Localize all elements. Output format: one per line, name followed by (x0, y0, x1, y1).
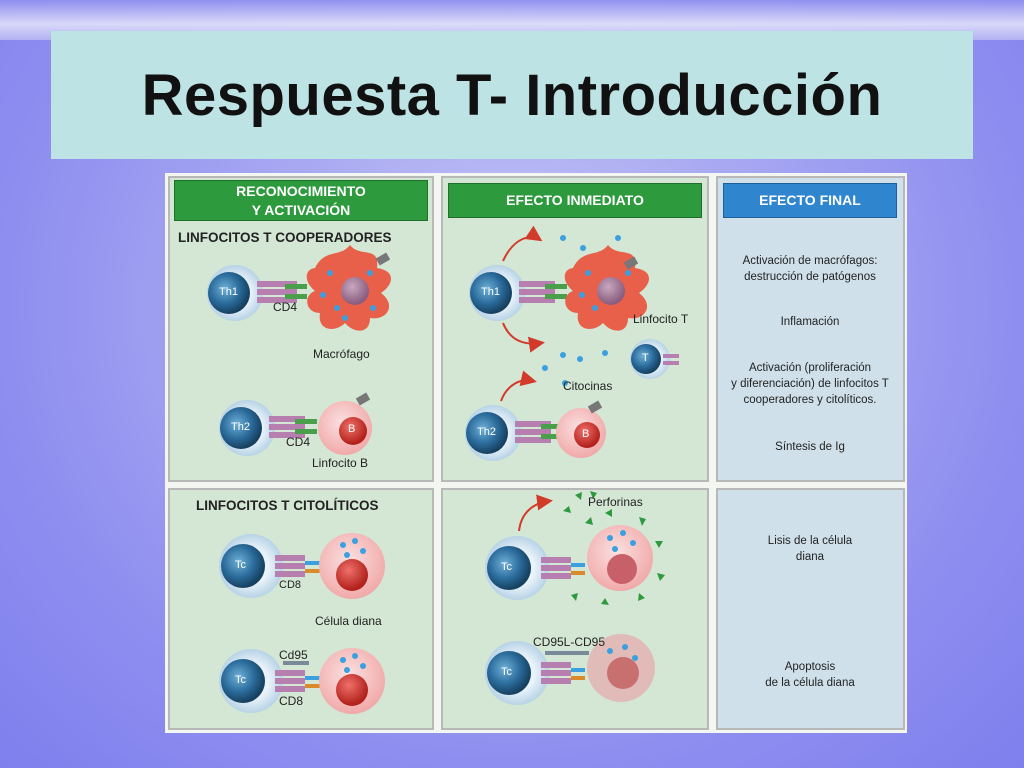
th1-immediate-cell-label: Th1 (481, 286, 500, 298)
section-helper-label: LINFOCITOS T COOPERADORES (178, 230, 392, 245)
tc-perforin-group (485, 491, 665, 605)
th2-immediate-group (465, 370, 606, 461)
effect-macrophage-activation: Activación de macrófagos: destrucción de… (715, 253, 905, 285)
tc-cell-label-1: Tc (235, 559, 246, 571)
cd4-label-1: CD4 (273, 300, 298, 314)
effect-6-line-1: Apoptosis (784, 661, 836, 673)
th2-cell-label: Th2 (231, 421, 250, 433)
b-cell-label: B (348, 423, 356, 435)
t-response-figure: RECONOCIMIENTO Y ACTIVACIÓN EFECTO INMED… (165, 173, 907, 733)
header-recognition-line1: RECONOCIMIENTO (236, 182, 366, 199)
tc-cell-label-2: Tc (235, 674, 246, 686)
effect-3-line-1: Activación (proliferación (748, 362, 872, 374)
header-immediate: EFECTO INMEDIATO (448, 183, 702, 218)
effect-ig-synthesis: Síntesis de Ig (715, 439, 905, 455)
cd95l-cd95-label: CD95L-CD95 (533, 635, 606, 649)
slide-title: Respuesta T- Introducción (141, 62, 883, 128)
t-lymphocyte-group (630, 339, 679, 379)
effect-5-line-1: Lisis de la célula (767, 535, 853, 547)
cytokines-label: Citocinas (563, 379, 613, 393)
th1-cell-label: Th1 (219, 286, 238, 298)
cd95-label: Cd95 (279, 648, 308, 662)
macrophage-label: Macrófago (313, 347, 370, 361)
tc-recognition-group-2 (219, 648, 385, 714)
effect-2-line-1: Inflamación (780, 316, 840, 328)
th2-recognition-group (219, 392, 372, 456)
title-box: Respuesta T- Introducción (51, 31, 973, 159)
cd4-label-2: CD4 (286, 435, 311, 449)
header-final: EFECTO FINAL (723, 183, 897, 218)
effect-inflammation: Inflamación (715, 314, 905, 330)
lymphocyte-t-label: Linfocito T (633, 312, 689, 326)
cell-illustrations (207, 225, 679, 714)
section-cytotoxic-label: LINFOCITOS T CITOLÍTICOS (196, 498, 379, 513)
target-cell-label: Célula diana (315, 614, 382, 628)
header-final-text: EFECTO FINAL (759, 192, 861, 208)
effect-target-lysis: Lisis de la célula diana (715, 533, 905, 565)
effect-1-line-1: Activación de macrófagos: (742, 255, 878, 267)
tc-recognition-group-1 (219, 533, 385, 599)
panel-cytotoxic-final (716, 488, 905, 730)
effect-4-line-1: Síntesis de Ig (775, 441, 845, 453)
tc-apoptosis-group (485, 634, 655, 705)
lymphocyte-b-label: Linfocito B (312, 456, 369, 470)
th1-immediate-group (469, 225, 649, 386)
panel-cytotoxic-immediate (441, 488, 709, 730)
effect-1-line-2: destrucción de patógenos (744, 271, 876, 283)
tc-cell-label-4: Tc (501, 666, 512, 678)
effect-6-line-2: de la célula diana (765, 677, 855, 689)
th2-immediate-cell-label: Th2 (477, 426, 496, 438)
header-recognition: RECONOCIMIENTO Y ACTIVACIÓN (174, 180, 428, 221)
header-recognition-line2: Y ACTIVACIÓN (251, 201, 351, 218)
b-immediate-cell-label: B (582, 428, 590, 440)
perforins-label: Perforinas (588, 495, 643, 509)
th1-recognition-group (207, 245, 391, 331)
effect-5-line-2: diana (795, 551, 825, 563)
effect-apoptosis: Apoptosis de la célula diana (715, 659, 905, 691)
cd8-label-1: CD8 (279, 579, 302, 591)
effect-lymphocyte-activation: Activación (proliferación y diferenciaci… (715, 360, 905, 408)
tc-cell-label-3: Tc (501, 561, 512, 573)
t-cell-label: T (642, 352, 649, 364)
cd8-label-2: CD8 (279, 694, 304, 708)
effect-3-line-2: y diferenciación) de linfocitos T (731, 378, 889, 390)
header-immediate-text: EFECTO INMEDIATO (506, 192, 644, 208)
panel-helper-final (716, 176, 905, 482)
effect-3-line-3: cooperadores y citolíticos. (743, 394, 877, 406)
